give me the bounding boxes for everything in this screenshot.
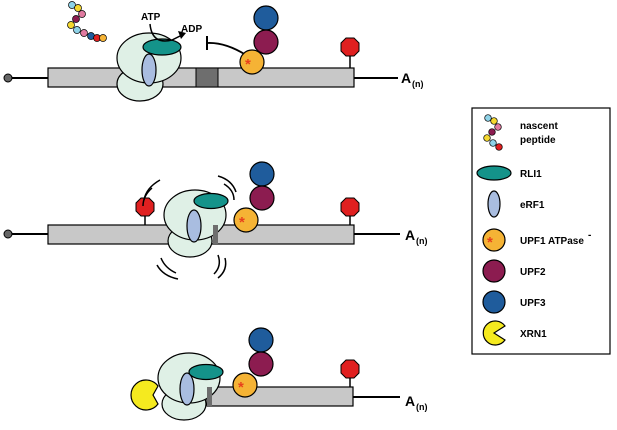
polya-label: A xyxy=(405,227,415,243)
pacman-xrn1-icon xyxy=(130,379,159,411)
stop-codon-icon xyxy=(340,359,360,379)
upf3-icon xyxy=(248,327,274,353)
rli1-icon xyxy=(142,38,182,56)
panel-1: A (n) ATP ADP xyxy=(3,1,424,102)
upf1-icon xyxy=(233,207,259,233)
legend-upf1-label: UPF1 ATPase xyxy=(520,236,584,247)
erf1-icon xyxy=(141,53,157,87)
stop-codon-icon xyxy=(340,197,360,217)
upf3-icon xyxy=(253,5,279,31)
polya-sub: (n) xyxy=(416,236,428,246)
stop-codon-icon xyxy=(135,197,155,217)
polya-label: A xyxy=(401,70,411,86)
upf1-star: * xyxy=(245,56,251,73)
upf2-icon xyxy=(253,29,279,55)
upf1-star: * xyxy=(238,379,244,396)
legend: nascent peptide RLI1 eRF1 * UPF1 ATPase … xyxy=(471,107,611,355)
atp-arrowhead xyxy=(178,31,186,39)
mrna-orf-bar xyxy=(206,386,354,407)
polya-sub: (n) xyxy=(412,79,424,89)
cap-icon xyxy=(3,73,13,83)
legend-rli1-label: RLI1 xyxy=(520,169,542,180)
nascent-peptide-icon xyxy=(67,1,107,42)
upf3-icon xyxy=(249,161,275,187)
cap-icon xyxy=(3,229,13,239)
mrna-dark-segment xyxy=(207,387,212,406)
upf2-icon xyxy=(248,351,274,377)
legend-upf1-sup: - xyxy=(588,230,591,241)
legend-upf2-label: UPF2 xyxy=(520,267,546,278)
mrna-dark-segment xyxy=(195,67,219,88)
panel-3: A (n) * xyxy=(130,327,428,421)
ribosome-motion-lines xyxy=(142,175,237,280)
panel-2: A (n) * xyxy=(3,161,428,280)
legend-upf2-icon xyxy=(482,259,506,283)
polya-label: A xyxy=(405,393,415,409)
upf1-icon xyxy=(232,372,258,398)
legend-upf3-icon xyxy=(482,290,506,314)
erf1-icon xyxy=(186,209,202,243)
polya-sub: (n) xyxy=(416,402,428,412)
upf1-star: * xyxy=(239,214,245,231)
rli1-icon xyxy=(193,192,229,210)
legend-xrn1-label: XRN1 xyxy=(520,329,547,340)
inhibition-line xyxy=(206,42,247,56)
upf2-icon xyxy=(249,185,275,211)
legend-nascent-line1: nascent xyxy=(520,121,558,132)
legend-nascent-peptide-icon xyxy=(483,114,503,151)
legend-erf1-label: eRF1 xyxy=(520,200,545,211)
legend-rli1-icon xyxy=(476,165,512,181)
erf1-icon xyxy=(179,372,195,406)
legend-erf1-icon xyxy=(487,190,501,218)
rli1-icon xyxy=(188,363,224,381)
stop-codon-icon xyxy=(340,37,360,57)
adp-label: ADP xyxy=(181,24,202,35)
legend-upf3-label: UPF3 xyxy=(520,298,546,309)
upf1-icon xyxy=(239,49,265,75)
legend-upf1-icon xyxy=(482,228,506,252)
atp-label: ATP xyxy=(141,12,161,23)
legend-xrn1-icon xyxy=(482,320,506,346)
mrna-dark-segment xyxy=(213,225,218,244)
legend-upf1-star: * xyxy=(487,234,493,251)
legend-nascent-line2: peptide xyxy=(520,135,556,146)
